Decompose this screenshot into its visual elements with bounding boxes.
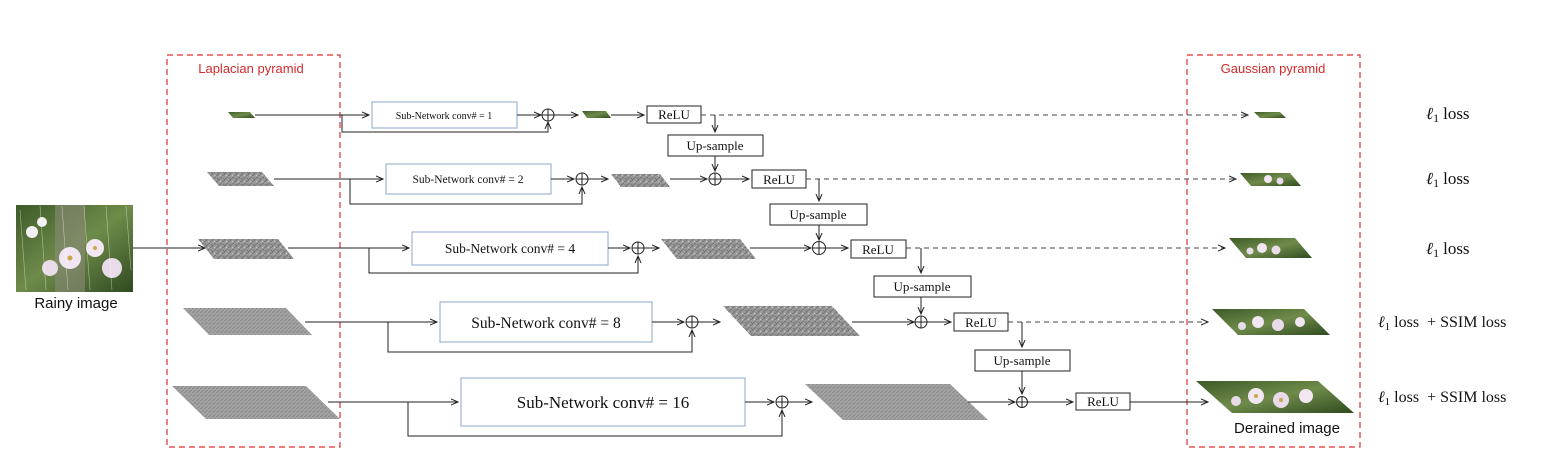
upsample-label-4: Up-sample bbox=[993, 353, 1050, 368]
output-residual-1 bbox=[582, 111, 611, 118]
laplacian-residual-5 bbox=[172, 386, 340, 419]
gaussian-output-4 bbox=[1212, 309, 1330, 335]
output-residual-4 bbox=[723, 306, 860, 336]
level-4: Sub-Network conv# = 8 ReLU Up-sample bbox=[183, 301, 1330, 394]
subnet-box-4 bbox=[439, 301, 653, 343]
laplacian-residual-2 bbox=[207, 172, 274, 186]
upsample-box-3 bbox=[873, 275, 972, 298]
upsample-label-3: Up-sample bbox=[893, 279, 950, 294]
upsample-label-2: Up-sample bbox=[789, 207, 846, 222]
output-residual-5 bbox=[805, 384, 988, 420]
subnet-label-2: Sub-Network conv# = 2 bbox=[413, 174, 524, 186]
derained-image bbox=[1196, 381, 1354, 413]
level-3: Sub-Network conv# = 4 ReLU Up-sample bbox=[198, 231, 1312, 314]
gaussian-output-1 bbox=[1254, 112, 1286, 118]
relu-label-2: ReLU bbox=[763, 172, 795, 187]
subnet-box-3 bbox=[411, 231, 609, 266]
relu-label-1: ReLU bbox=[658, 107, 690, 122]
output-residual-2 bbox=[611, 174, 670, 187]
level-2: Sub-Network conv# = 2 ReLU Up-sample bbox=[207, 163, 1301, 240]
output-residual-3 bbox=[661, 239, 756, 259]
gaussian-pyramid-label: Gaussian pyramid bbox=[1221, 61, 1326, 76]
laplacian-residual-4 bbox=[183, 308, 312, 335]
subnet-label-1: Sub-Network conv# = 1 bbox=[396, 111, 492, 122]
rainy-image bbox=[16, 205, 133, 292]
rainy-image-label: Rainy image bbox=[34, 295, 117, 312]
relu-label-3: ReLU bbox=[862, 242, 894, 257]
relu-box-3 bbox=[850, 239, 907, 259]
laplacian-residual-1 bbox=[228, 112, 255, 118]
subnet-box-5 bbox=[460, 377, 746, 427]
level-5: Sub-Network conv# = 16 ReLU bbox=[172, 377, 1354, 437]
relu-label-4: ReLU bbox=[965, 315, 997, 330]
upsample-label-1: Up-sample bbox=[686, 138, 743, 153]
relu-label-5: ReLU bbox=[1087, 394, 1119, 409]
gaussian-pyramid-box bbox=[1186, 54, 1361, 448]
gaussian-output-3 bbox=[1229, 238, 1312, 258]
derained-image-label: Derained image bbox=[1234, 420, 1340, 437]
laplacian-pyramid-box bbox=[166, 54, 341, 448]
laplacian-residual-3 bbox=[198, 239, 294, 259]
subnet-label-4: Sub-Network conv# = 8 bbox=[471, 315, 621, 332]
gaussian-output-2 bbox=[1240, 173, 1301, 186]
subnet-box-1 bbox=[371, 101, 518, 129]
subnet-label-3: Sub-Network conv# = 4 bbox=[445, 241, 575, 256]
laplacian-pyramid-label: Laplacian pyramid bbox=[198, 61, 304, 76]
level-1: Sub-Network conv# = 1 ReLU Up-sample bbox=[228, 101, 1286, 171]
subnet-label-5: Sub-Network conv# = 16 bbox=[517, 393, 689, 412]
